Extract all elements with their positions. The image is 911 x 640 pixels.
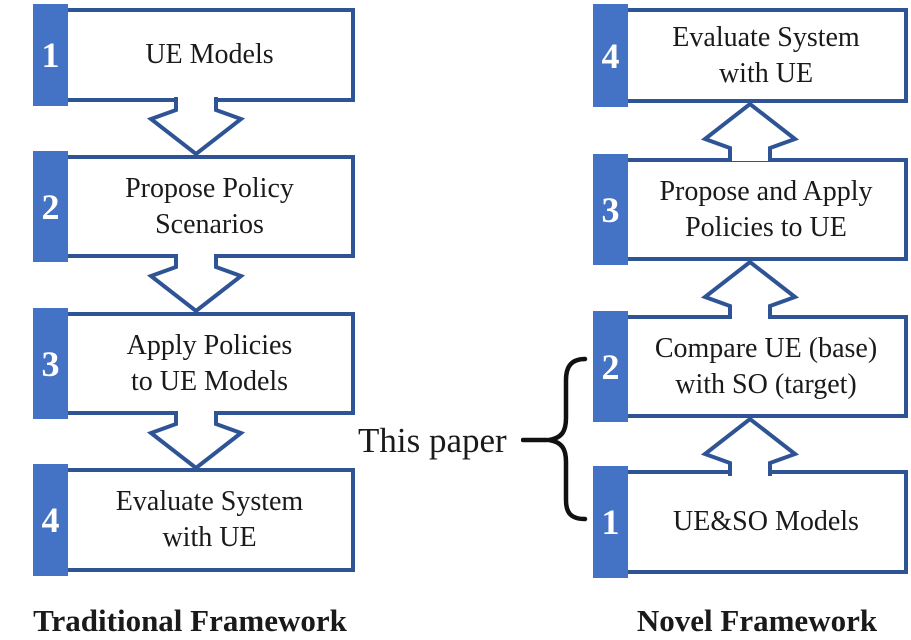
novel-step-3-number-tab: 3 — [593, 154, 628, 265]
up-arrow-icon — [700, 259, 800, 319]
novel-step-1-label: UE&SO Models — [673, 506, 859, 537]
novel-step-4-number: 4 — [601, 35, 620, 76]
novel-step-3-label-line2: Policies to UE — [685, 211, 847, 243]
curly-brace-icon — [521, 354, 593, 524]
novel-step-2-label-line2: with SO (target) — [675, 368, 857, 400]
down-arrow-icon — [146, 254, 246, 314]
novel-step-2-number-tab: 2 — [593, 311, 628, 422]
traditional-framework-title: Traditional Framework — [33, 603, 347, 638]
novel-step-2-box: Compare UE (base) with SO (target) — [624, 315, 908, 418]
trad-step-4-label-line2: with UE — [162, 522, 257, 553]
trad-step-1-number: 1 — [41, 35, 60, 75]
trad-step-2-number: 2 — [41, 186, 60, 227]
novel-step-4-box: Evaluate System with UE — [624, 8, 908, 103]
trad-step-1-number-tab: 1 — [33, 4, 68, 106]
trad-step-2-box: Propose Policy Scenarios — [64, 155, 355, 258]
novel-step-1-number: 1 — [601, 502, 620, 542]
novel-step-4-label-line2: with UE — [718, 57, 814, 89]
novel-step-1-number-tab: 1 — [593, 466, 628, 578]
trad-step-3-number-tab: 3 — [33, 308, 68, 419]
trad-step-2-label: Propose Policy — [125, 172, 294, 204]
this-paper-label: This paper — [358, 421, 507, 460]
novel-step-3-box: Propose and Apply Policies to UE — [624, 158, 908, 261]
trad-step-3-box: Apply Policies to UE Models — [64, 312, 355, 415]
trad-step-4-number-tab: 4 — [33, 464, 68, 576]
down-arrow-icon — [146, 97, 246, 157]
up-arrow-icon — [700, 101, 800, 161]
novel-step-1-box: UE&SO Models — [624, 470, 908, 574]
novel-step-4-number-tab: 4 — [593, 4, 628, 107]
trad-step-2-label-line2: Scenarios — [155, 208, 264, 240]
novel-step-2-number: 2 — [601, 346, 620, 387]
trad-step-2-number-tab: 2 — [33, 151, 68, 262]
novel-step-3-label: Propose and Apply — [659, 175, 873, 207]
trad-step-3-number: 3 — [41, 343, 60, 384]
trad-step-4-number: 4 — [41, 500, 60, 540]
trad-step-4-box: Evaluate System with UE — [64, 468, 355, 572]
novel-framework-title: Novel Framework — [636, 603, 878, 638]
novel-step-2-label: Compare UE (base) — [654, 332, 878, 364]
novel-step-3-number: 3 — [601, 189, 620, 230]
trad-step-3-label: Apply Policies — [126, 329, 293, 361]
trad-step-3-label-line2: to UE Models — [130, 365, 289, 397]
trad-step-1-label: UE Models — [145, 39, 274, 70]
up-arrow-icon — [700, 416, 800, 476]
trad-step-4-label: Evaluate System — [115, 486, 304, 517]
trad-step-1-box: UE Models — [64, 8, 355, 102]
novel-step-4-label: Evaluate System — [672, 21, 860, 53]
down-arrow-icon — [146, 411, 246, 471]
